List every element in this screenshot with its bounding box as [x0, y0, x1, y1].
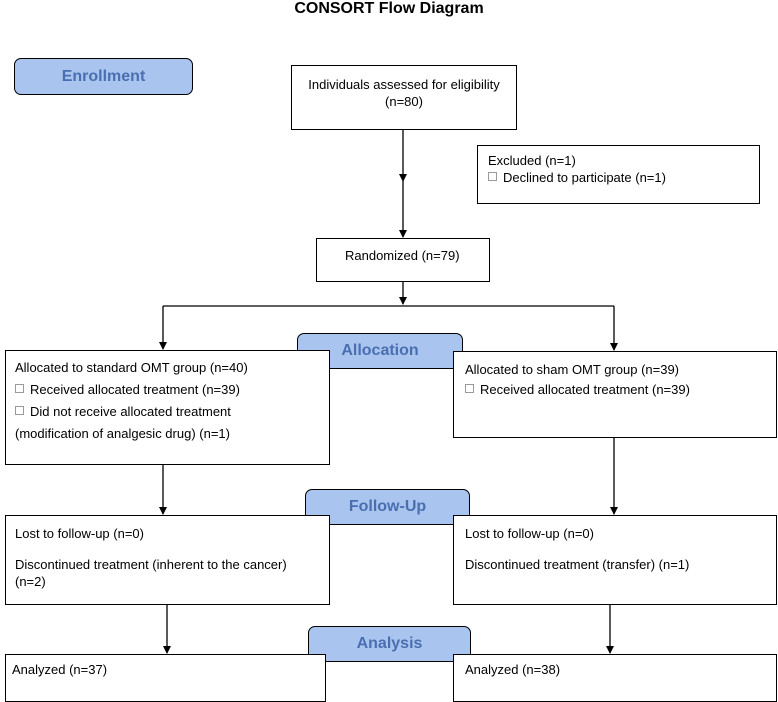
diagram-title: CONSORT Flow Diagram — [294, 0, 484, 17]
excluded-item: Declined to participate (n=1) — [488, 169, 749, 186]
left-discontinued: Discontinued treatment (inherent to the … — [15, 557, 287, 572]
left-allocation-heading: Allocated to standard OMT group (n=40) — [15, 360, 248, 375]
left-allocation-box: Allocated to standard OMT group (n=40) R… — [5, 350, 330, 465]
enrollment-label: Enrollment — [14, 58, 193, 95]
excluded-heading: Excluded (n=1) — [488, 153, 576, 168]
left-lost-to-follow-up: Lost to follow-up (n=0) — [15, 526, 144, 541]
right-allocation-item: Received allocated treatment (n=39) — [465, 381, 776, 398]
randomized-text: Randomized (n=79) — [345, 248, 460, 263]
checkbox-bullet-icon — [15, 384, 24, 393]
left-analyzed-text: Analyzed (n=37) — [12, 662, 108, 677]
checkbox-bullet-icon — [488, 172, 497, 181]
checkbox-bullet-icon — [465, 384, 474, 393]
left-allocation-item: Did not receive allocated treatment — [15, 403, 329, 420]
right-discontinued: Discontinued treatment (transfer) (n=1) — [465, 557, 690, 572]
right-lost-to-follow-up: Lost to follow-up (n=0) — [465, 526, 594, 541]
left-allocation-item: Received allocated treatment (n=39) — [15, 381, 329, 398]
right-follow-up-box: Lost to follow-up (n=0) Discontinued tre… — [453, 515, 777, 605]
right-analyzed-box: Analyzed (n=38) — [453, 654, 777, 702]
left-analyzed-box: Analyzed (n=37) — [5, 654, 326, 702]
left-follow-up-box: Lost to follow-up (n=0) Discontinued tre… — [5, 515, 330, 605]
right-analyzed-text: Analyzed (n=38) — [465, 662, 561, 677]
right-allocation-heading: Allocated to sham OMT group (n=39) — [465, 362, 680, 377]
assessed-text: Individuals assessed for eligibility (n=… — [308, 77, 500, 109]
follow-up-label: Follow-Up — [305, 489, 470, 525]
excluded-box: Excluded (n=1) Declined to participate (… — [477, 145, 760, 204]
left-discontinued-n: (n=2) — [15, 574, 46, 589]
right-allocation-box: Allocated to sham OMT group (n=39) Recei… — [453, 351, 777, 438]
assessed-box: Individuals assessed for eligibility (n=… — [291, 65, 517, 130]
analysis-label: Analysis — [308, 626, 471, 662]
left-allocation-note: (modification of analgesic drug) (n=1) — [15, 426, 230, 441]
checkbox-bullet-icon — [15, 406, 24, 415]
randomized-box: Randomized (n=79) — [316, 238, 490, 282]
